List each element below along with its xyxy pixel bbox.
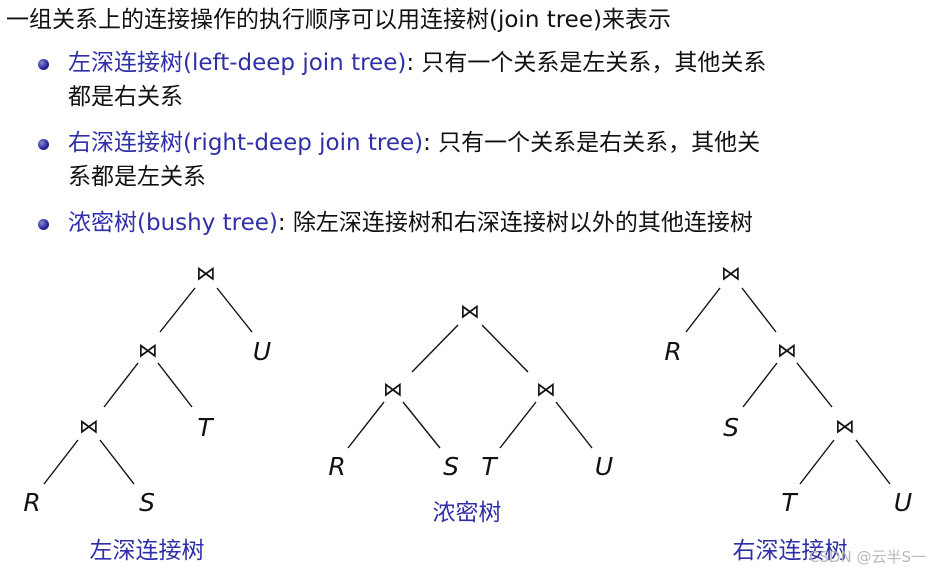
leaf-relation: R: [328, 452, 345, 481]
bullet-text-continued: 都是右关系: [68, 84, 183, 110]
bullet-dot-icon: [38, 219, 49, 230]
leaf-relation: R: [23, 488, 40, 517]
bullet-text: : 除左深连接树和右深连接树以外的其他连接树: [277, 210, 753, 236]
bullet-term: 右深连接树(right-deep join tree): [68, 130, 424, 156]
tree-edge: [159, 287, 196, 333]
tree-edge: [499, 401, 537, 449]
leaf-relation: T: [197, 413, 214, 442]
tree-edge: [741, 287, 777, 333]
bullet-dot-icon: [38, 59, 49, 70]
right-deep-tree: ⋈ ⋈ ⋈ R S T U 右深连接树: [664, 261, 912, 564]
leaf-relation: S: [443, 452, 459, 481]
join-node: ⋈: [835, 414, 855, 438]
tree-edge: [103, 362, 139, 408]
bullet-term: 浓密树(bushy tree): [68, 210, 278, 236]
join-node: ⋈: [138, 338, 158, 362]
bushy-tree: ⋈ ⋈ ⋈ R S T U 浓密树: [328, 299, 613, 526]
leaf-relation: R: [664, 337, 681, 366]
bullet-text: : 只有一个关系是左关系，其他关系: [406, 50, 767, 76]
tree-edge: [555, 401, 593, 449]
leaf-relation: T: [781, 488, 798, 517]
tree-caption: 右深连接树: [733, 538, 848, 564]
leaf-relation: S: [139, 488, 155, 517]
tree-edge: [799, 439, 835, 485]
tree-edge: [157, 362, 193, 408]
bullet-term: 左深连接树(left-deep join tree): [68, 50, 407, 76]
tree-edge: [411, 324, 459, 373]
bullet-bushy: 浓密树(bushy tree): 除左深连接树和右深连接树以外的其他连接树: [36, 206, 926, 240]
bullet-text: : 只有一个关系是右关系，其他关: [423, 130, 761, 156]
leaf-relation: U: [595, 452, 613, 481]
join-node: ⋈: [536, 377, 556, 401]
leaf-relation: U: [253, 337, 271, 366]
join-node: ⋈: [383, 377, 403, 401]
tree-edge: [402, 401, 441, 449]
join-node: ⋈: [460, 299, 480, 323]
bullet-left-deep: 左深连接树(left-deep join tree): 只有一个关系是左关系，其…: [36, 46, 926, 114]
tree-edge: [685, 287, 721, 333]
leaf-relation: U: [894, 488, 912, 517]
tree-edge: [99, 439, 135, 485]
intro-text: 一组关系上的连接操作的执行顺序可以用连接树(join tree)来表示: [6, 7, 671, 33]
bullet-list: 左深连接树(left-deep join tree): 只有一个关系是左关系，其…: [36, 46, 926, 252]
watermark-text: CSDN @云半S一: [809, 548, 926, 566]
tree-caption: 左深连接树: [90, 538, 205, 564]
leaf-relation: T: [481, 452, 498, 481]
join-node: ⋈: [196, 261, 216, 285]
tree-caption: 浓密树: [433, 500, 502, 526]
join-node: ⋈: [721, 261, 741, 285]
join-node: ⋈: [777, 338, 797, 362]
tree-edge: [796, 362, 833, 408]
tree-edge: [481, 324, 529, 373]
tree-edge: [347, 401, 385, 449]
bullet-right-deep: 右深连接树(right-deep join tree): 只有一个关系是右关系，…: [36, 126, 926, 194]
tree-edge: [742, 362, 778, 408]
join-node: ⋈: [79, 414, 99, 438]
tree-edge: [855, 439, 891, 485]
tree-edge: [216, 287, 253, 333]
left-deep-tree: ⋈ ⋈ ⋈ U T R S 左深连接树: [23, 261, 271, 564]
bullet-text-continued: 系都是左关系: [68, 164, 206, 190]
tree-edge: [43, 439, 79, 485]
bullet-dot-icon: [38, 139, 49, 150]
leaf-relation: S: [723, 413, 739, 442]
